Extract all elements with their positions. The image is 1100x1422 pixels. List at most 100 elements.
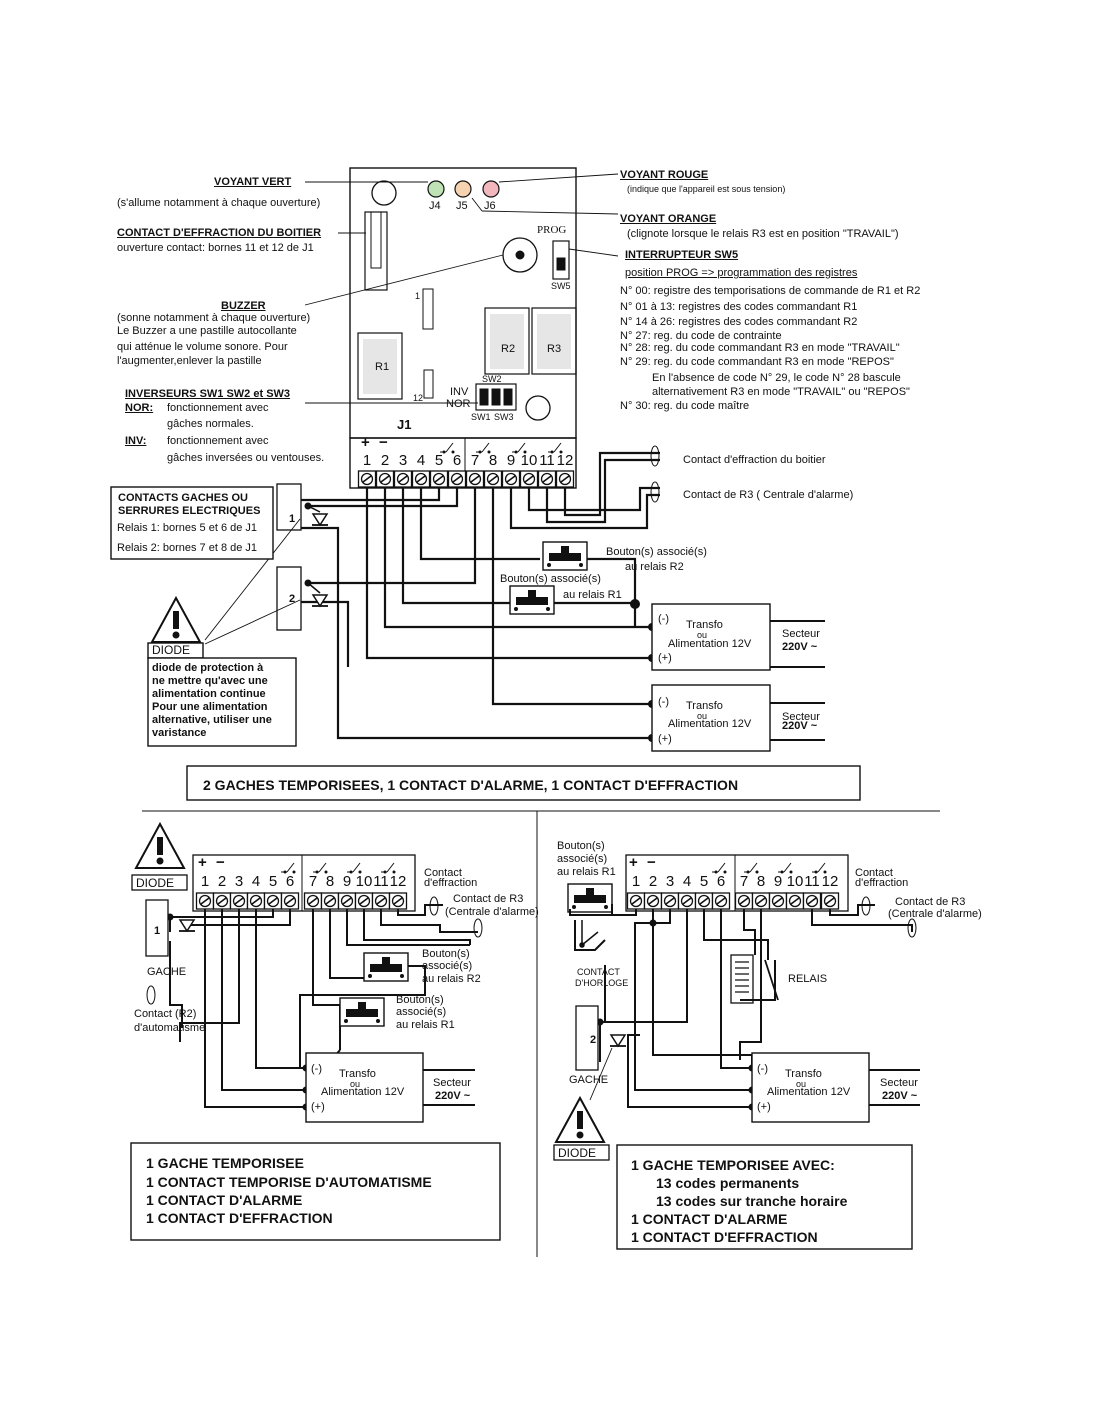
sw3-label: SW3 [494,412,514,422]
bl-bouton-r2: associé(s) [422,960,473,972]
terminal-number: 1 [631,873,641,890]
bl-diode-label: DIODE [136,876,175,890]
br-transfo-plus: (+) [757,1101,771,1113]
bl-bouton-r2: Bouton(s) [422,948,470,960]
terminal-number: 10 [520,452,538,469]
terminal-number: 4 [682,873,692,890]
br-r3: (Centrale d'alarme) [888,908,982,920]
r3-label: R3 [547,343,562,355]
cable-ends-bl [146,896,483,1005]
terminal-number: 11 [804,873,820,890]
diode-note: alimentation continue [152,688,266,700]
br-transfo-label: Transfo [785,1068,822,1080]
bl-transfo-or: ou [350,1079,361,1089]
terminal-number: 4 [251,873,261,890]
horloge-icon [579,920,599,948]
bouton-r2-icon [542,541,588,571]
br-bouton: associé(s) [557,853,608,865]
br-bouton: Bouton(s) [557,840,605,852]
voltage-label: 220V ~ [782,641,818,653]
warning-top-icon [151,597,201,643]
r1-label: R1 [375,361,390,373]
register-line: N° 28: reg. du code commandant R3 en mod… [620,342,900,354]
transfo-boxes-top [651,603,771,752]
bl-r3: (Centrale d'alarme) [445,906,539,918]
bl-bouton-r1: au relais R1 [396,1019,455,1031]
buzzer-line: Le Buzzer a une pastille autocollante [117,325,297,337]
terminal-number: 3 [234,873,244,890]
terminal-number: 6 [285,873,295,890]
bl-bouton-r1: Bouton(s) [396,994,444,1006]
led-green-icon [427,180,445,198]
contact-r3: Contact de R3 ( Centrale d'alarme) [683,489,854,501]
board-bl [192,854,416,912]
sw1-label: SW1 [471,412,491,422]
br-effraction: Contact [855,867,893,879]
register-line: N° 30: reg. du code maître [620,400,750,412]
buzzer-title: BUZZER [221,300,266,312]
bl-transfo-plus: (+) [311,1101,325,1113]
buzzer-line: l'augmenter,enlever la pastille [117,355,262,367]
terminal-number: 7 [739,873,749,890]
bouton-bl-r1-icon [339,997,385,1027]
bl-transfo-label: Transfo [339,1068,376,1080]
cable-ends-br [861,896,917,938]
br-relais: RELAIS [788,973,828,985]
voyant-orange-title: VOYANT ORANGE [620,213,717,225]
contact-effraction-desc: ouverture contact: bornes 11 et 12 de J1 [117,242,314,254]
register-line: alternativement R3 en mode "TRAVAIL" ou … [652,386,910,398]
br-secteur: Secteur [880,1077,918,1089]
br-caption: 13 codes permanents [656,1175,800,1191]
prog-label: PROG [537,224,567,236]
pin12-label: 12 [413,393,424,403]
terminal-number: 6 [452,452,462,469]
diode-note: Pour une alimentation [152,701,268,713]
inverseurs-title: INVERSEURS SW1 SW2 et SW3 [125,388,291,400]
br-plus: + [629,854,638,871]
terminal-number: 3 [665,873,675,890]
diode-bl-label-box [131,874,188,891]
contacts-title: CONTACTS GACHES OU [118,492,248,504]
terminal-number: 11 [373,873,389,890]
br-caption: 1 GACHE TEMPORISEE AVEC: [631,1157,835,1173]
register-line: N° 27: reg. du code de contrainte [620,330,782,342]
terminal-number: 2 [380,452,390,469]
bl-contact-r2: Contact (R2) [134,1008,197,1020]
secteur-label: Secteur [782,628,820,640]
buzzer-line: (sonne notamment à chaque ouverture) [117,312,311,324]
diode-note: ne mettre qu'avec une [152,675,268,687]
register-line: N° 01 à 13: registres des codes commanda… [620,301,858,313]
transfo-plus: (+) [658,652,672,664]
caption-br-box [616,1144,913,1250]
voyant-vert-title: VOYANT VERT [214,176,292,188]
br-transfo-minus: (-) [757,1063,768,1075]
br-gache-label: GACHE [569,1074,609,1086]
terminal-number: 2 [217,873,227,890]
bl-bouton-r1: associé(s) [396,1006,447,1018]
cable-ends [650,445,660,503]
register-line: N° 29: reg. du code commandant R3 en mod… [620,356,894,368]
voltage-label: 220V ~ [782,720,818,732]
diode-label: DIODE [152,643,191,657]
warning-bl-icon [135,823,185,869]
nor-board-label: NOR [446,398,471,410]
diode-br-icon [609,1034,627,1047]
diode-2-icon [311,594,329,607]
nor-label: NOR: [125,402,154,414]
bl-transfo-minus: (-) [311,1063,322,1075]
bl-gache-number: 1 [154,925,161,937]
transfo-label: Transfo [686,619,723,631]
bouton-r1-icon [509,585,555,615]
diode-br-label-box [553,1144,610,1161]
warning-br-icon [555,1097,605,1143]
bl-caption: 1 GACHE TEMPORISEE [146,1155,304,1171]
bl-bouton-r2: au relais R2 [422,973,481,985]
r2-label: R2 [501,343,516,355]
diode-note-box [110,486,861,801]
terminal-number: 2 [648,873,658,890]
bl-gache-label: GACHE [147,966,187,978]
secteur-label: Secteur [782,711,820,723]
terminal-number: 5 [268,873,278,890]
bouton-r2-label: au relais R2 [625,561,684,573]
bouton-r2-label: Bouton(s) associé(s) [606,546,707,558]
